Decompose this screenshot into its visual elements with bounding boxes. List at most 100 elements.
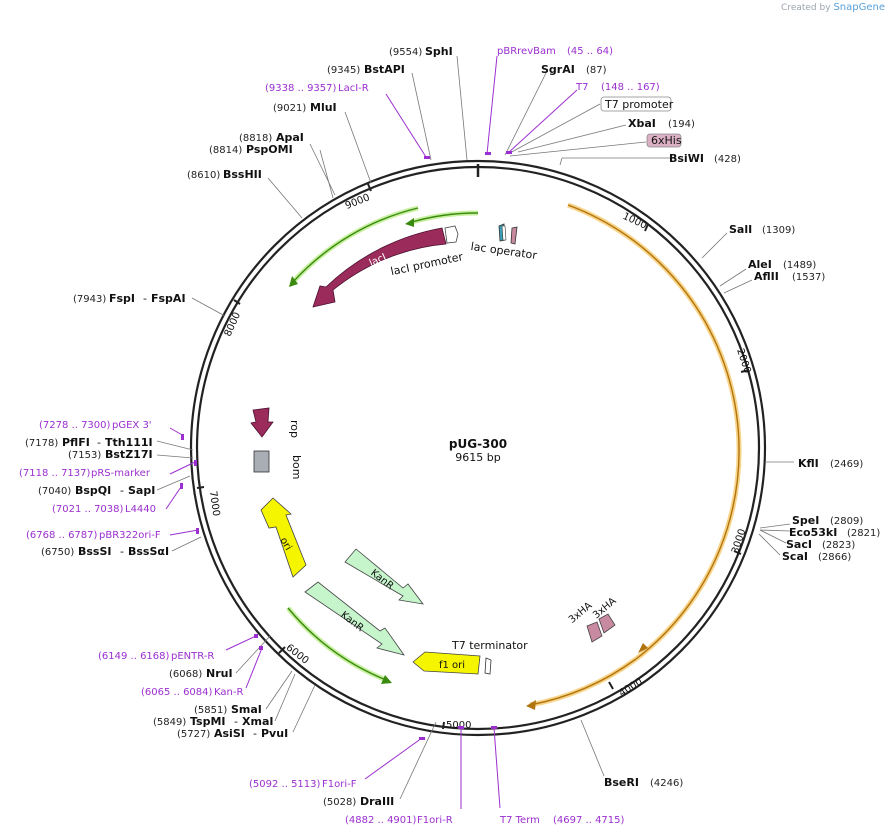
site-sapi-dash: - <box>120 484 124 497</box>
site-bsssai-dash: - <box>120 545 124 558</box>
site-kfli[interactable]: KflI <box>798 457 819 470</box>
site-bsiwi[interactable]: BsiWI <box>669 152 704 165</box>
ha-arrow-2[interactable] <box>598 613 616 634</box>
f1-ori-arrow[interactable] <box>412 651 481 675</box>
laci-promoter-arrow[interactable] <box>444 225 459 244</box>
primer-prs-marker[interactable]: pRS-marker <box>91 468 151 479</box>
site-asisi-pos: (5727) <box>177 729 210 740</box>
site-bspqi[interactable]: BspQI <box>75 484 111 497</box>
bom-label: bom <box>290 455 303 479</box>
lac-operator-arrow[interactable] <box>501 225 507 241</box>
site-sali[interactable]: SalI <box>729 223 752 236</box>
primer-f1ori-r[interactable]: F1ori-R <box>417 815 453 826</box>
primer-pbr322ori-f-range: (6768 .. 6787) <box>26 530 98 541</box>
site-tspmi[interactable]: TspMI <box>190 715 226 728</box>
site-bsssai[interactable]: BssSαI <box>128 545 169 558</box>
orange-arc-head-1 <box>638 643 648 653</box>
site-bstapi-pos: (9345) <box>327 65 360 76</box>
site-sphi-pos: (9554) <box>389 47 422 58</box>
site-alei[interactable]: AleI <box>748 258 772 271</box>
green-arc-bottom-head <box>381 675 392 684</box>
primer-marks <box>180 151 512 740</box>
kanr-arrow-2[interactable] <box>304 581 405 656</box>
primer-kan-r[interactable]: Kan-R <box>214 687 243 698</box>
tick-label-2000: 2000 <box>734 347 752 375</box>
site-xbai[interactable]: XbaI <box>628 117 656 130</box>
orange-arc <box>567 204 740 660</box>
site-bsssi[interactable]: BssSI <box>78 545 112 558</box>
primer-pgex3[interactable]: pGEX 3' <box>112 420 152 431</box>
site-xmai-dash: - <box>234 715 238 728</box>
rop-label: rop <box>288 420 301 438</box>
site-pvui[interactable]: PvuI <box>261 727 288 740</box>
his-tag-arrow[interactable] <box>510 226 518 245</box>
primer-l4440[interactable]: L4440 <box>125 504 156 515</box>
tick-label-4000: 4000 <box>617 676 644 699</box>
site-pflfi-pos: (7178) <box>25 438 58 449</box>
tick-label-5000: 5000 <box>446 720 471 731</box>
site-spei[interactable]: SpeI <box>792 514 819 527</box>
site-scai[interactable]: ScaI <box>782 550 808 563</box>
primer-laci-r[interactable]: LacI-R <box>338 83 369 94</box>
site-draiii[interactable]: DraIII <box>360 795 394 808</box>
site-xbai-pos: (194) <box>668 119 695 130</box>
his-tag-box[interactable] <box>646 133 682 148</box>
site-smai-pos: (5851) <box>194 705 227 716</box>
snapgene-logo: SnapGene <box>833 2 885 13</box>
site-eco53ki[interactable]: Eco53kI <box>789 526 837 539</box>
ha-arrow-1[interactable] <box>586 621 603 643</box>
primer-f1ori-f[interactable]: F1ori-F <box>322 779 357 790</box>
site-sgrai[interactable]: SgrAI <box>541 63 575 76</box>
primer-t7-range: (148 .. 167) <box>601 82 660 93</box>
site-apai[interactable]: ApaI <box>276 131 304 144</box>
snapgene-credit: Created by SnapGene <box>781 2 885 13</box>
site-bseri-pos: (4246) <box>650 778 683 789</box>
site-saci[interactable]: SacI <box>786 538 812 551</box>
site-tth111i[interactable]: Tth111I <box>105 436 153 449</box>
plasmid-size: 9615 bp <box>455 451 500 464</box>
site-sapi[interactable]: SapI <box>128 484 155 497</box>
site-fspai-dash: - <box>143 292 147 305</box>
primer-t7-term[interactable]: T7 Term <box>499 815 540 826</box>
ori-arrow[interactable] <box>260 497 307 578</box>
site-mlui[interactable]: MluI <box>310 101 337 114</box>
tick-marks <box>196 183 750 730</box>
site-xmai[interactable]: XmaI <box>242 715 273 728</box>
backbone-outer <box>189 159 767 737</box>
site-nrui[interactable]: NruI <box>206 667 233 680</box>
site-sphi[interactable]: SphI <box>425 45 453 58</box>
primer-prs-marker-range: (7118 .. 7137) <box>19 468 91 479</box>
primer-pentr-r[interactable]: pENTR-R <box>171 651 214 662</box>
primer-pbr322ori-f[interactable]: pBR322ori-F <box>99 530 161 541</box>
site-fspai[interactable]: FspAI <box>151 292 186 305</box>
rop-arrow[interactable] <box>250 407 274 438</box>
primer-f1ori-r-range: (4882 .. 4901) <box>345 815 417 826</box>
site-bstapi[interactable]: BstAPI <box>364 63 405 76</box>
kanr-arrow-1[interactable] <box>344 548 424 605</box>
orange-arc-2 <box>529 658 637 706</box>
site-pspomi-pos: (8814) <box>209 145 242 156</box>
site-eco53ki-pos: (2821) <box>847 528 880 539</box>
f1-ori-label: f1 ori <box>439 660 465 671</box>
site-bstz17i[interactable]: BstZ17I <box>105 448 153 461</box>
lac-operator-label: lac operator <box>470 240 538 262</box>
t7-promoter-box[interactable] <box>600 96 672 112</box>
site-bseri[interactable]: BseRI <box>604 776 639 789</box>
site-aflii[interactable]: AflII <box>754 270 779 283</box>
t7-promoter-box-label: T7 promoter <box>604 98 674 111</box>
bom-box[interactable] <box>253 450 270 473</box>
site-pspomi[interactable]: PspOMI <box>246 143 293 156</box>
his-tag-box-label: 6xHis <box>651 134 682 147</box>
site-bsshii[interactable]: BssHII <box>223 168 262 181</box>
site-pflfi[interactable]: PflFI <box>62 436 90 449</box>
laci-arrow[interactable] <box>312 227 447 308</box>
site-apai-pos: (8818) <box>239 133 272 144</box>
site-sgrai-pos: (87) <box>586 65 607 76</box>
site-smai[interactable]: SmaI <box>231 703 262 716</box>
site-asisi[interactable]: AsiSI <box>214 727 245 740</box>
left-site-lines <box>156 55 468 800</box>
primer-t7[interactable]: T7 <box>575 82 588 93</box>
primer-pbrrevbam[interactable]: pBRrevBam <box>497 46 556 57</box>
t7-terminator-arrow[interactable] <box>484 657 492 675</box>
site-fspi[interactable]: FspI <box>109 292 135 305</box>
